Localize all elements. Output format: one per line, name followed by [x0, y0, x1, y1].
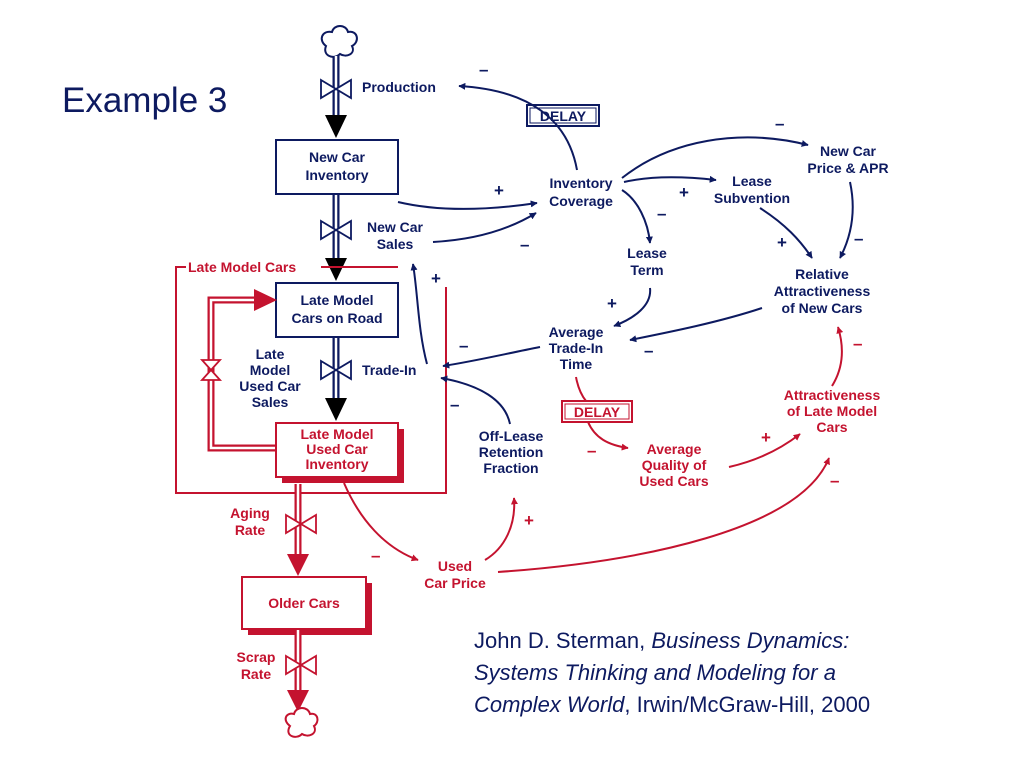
sign-relative-tradein-minus: –: [644, 341, 653, 360]
scrap-pipe: [287, 630, 309, 712]
sign-price-minus: –: [775, 114, 784, 133]
svg-text:Older Cars: Older Cars: [268, 595, 340, 611]
sign-attractiveness-rel-minus: –: [853, 334, 862, 353]
flow-label-production: Production: [362, 79, 436, 95]
group-label-late-model-cars: Late Model Cars: [188, 259, 296, 275]
link-inventory-to-used-price: [343, 482, 419, 562]
production-valve-icon: [320, 78, 352, 100]
sign-subvention-plus: +: [679, 183, 689, 202]
sign-delay-quality-minus: –: [587, 441, 596, 460]
sign-sales-minus: –: [520, 235, 529, 254]
new-car-sales-valve-icon: [320, 219, 352, 241]
link-coverage-to-lease-term: [621, 189, 653, 244]
link-attractiveness-to-relative: [831, 326, 844, 387]
sink-cloud-icon: [284, 707, 319, 738]
link-used-price-to-attractiveness: [497, 457, 830, 573]
sign-inventory-price-minus: –: [371, 546, 380, 565]
sign-production-minus: –: [479, 60, 488, 79]
link-tradein-to-sales: [410, 263, 428, 365]
link-used-price-to-retention: [484, 497, 518, 561]
flow-label-trade-in: Trade-In: [362, 362, 416, 378]
sign-quality-att-plus: +: [761, 428, 771, 447]
scrap-rate-valve-icon: [285, 654, 317, 676]
aging-pipe: [287, 484, 309, 576]
main-pipe-middle: [325, 195, 347, 281]
sign-tradein-sales-plus: +: [431, 269, 441, 288]
aging-rate-valve-icon: [285, 513, 317, 535]
link-sales-to-coverage: [432, 212, 537, 243]
sign-price-rel-minus: –: [854, 229, 863, 248]
source-cloud-icon: [320, 25, 358, 58]
sign-tradein-minus: –: [459, 336, 468, 355]
sign-used-price-att-minus: –: [830, 471, 839, 490]
page-title: Example 3: [62, 81, 227, 120]
svg-text:Systems Thinking and Modeling: Systems Thinking and Modeling for a: [474, 660, 836, 685]
link-inventory-to-coverage: [397, 200, 538, 210]
sign-lease-tradein-plus: +: [607, 294, 617, 313]
sign-used-price-retention-plus: +: [524, 511, 534, 530]
link-relative-to-tradein-time: [629, 307, 763, 343]
link-coverage-to-price: [621, 136, 809, 179]
link-quality-to-attractiveness: [728, 433, 801, 468]
used-car-sales-valve-icon: [199, 359, 223, 381]
link-coverage-to-production: [458, 82, 578, 171]
sign-subvention-rel-plus: +: [777, 233, 787, 252]
sign-lease-term-minus: –: [657, 204, 666, 223]
late-model-cars-group-outline: [175, 266, 447, 494]
link-delay-to-quality: [587, 421, 629, 451]
svg-text:Complex World, Irwin/McGraw-Hi: Complex World, Irwin/McGraw-Hill, 2000: [474, 692, 870, 717]
main-pipe-lower: [325, 338, 347, 421]
link-lease-term-to-tradein-time: [613, 287, 652, 328]
link-tradein-time-to-delay: [575, 376, 587, 402]
link-coverage-to-subvention: [623, 175, 717, 183]
link-retention-to-tradein: [440, 375, 511, 425]
stock-older-cars: Older Cars: [241, 576, 372, 635]
sign-retention-minus: –: [450, 395, 459, 414]
main-pipe-upper: [325, 56, 347, 138]
delay-box-quality: DELAY: [561, 400, 633, 423]
link-tradein-time-to-tradein: [442, 346, 541, 369]
delay-box-production: DELAY: [526, 104, 600, 127]
svg-text:John D. Sterman, Business Dyna: John D. Sterman, Business Dynamics:: [474, 628, 849, 653]
link-price-to-relative: [839, 181, 854, 259]
link-subvention-to-relative: [759, 207, 813, 259]
trade-in-valve-icon: [320, 359, 352, 381]
sign-inventory-plus: +: [494, 181, 504, 200]
svg-text:DELAY: DELAY: [574, 404, 621, 420]
citation: John D. Sterman, Business Dynamics: Syst…: [474, 628, 870, 717]
